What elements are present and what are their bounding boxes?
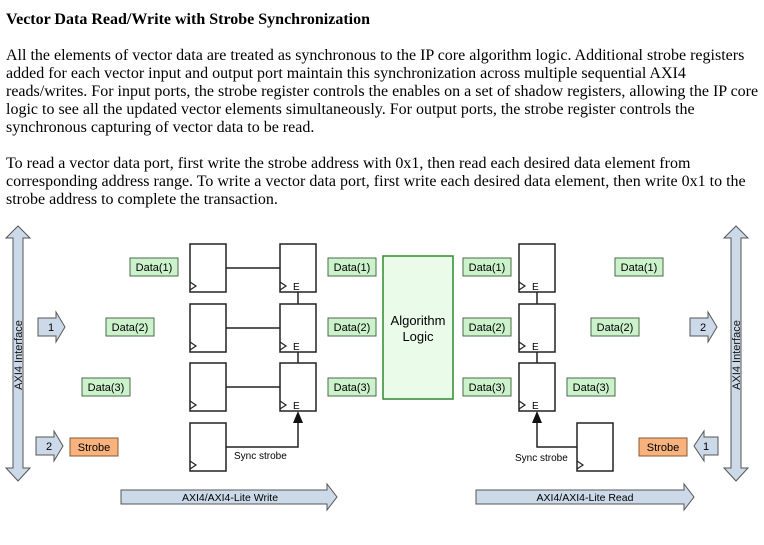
write-sync-strobe-label: Sync strobe (234, 451, 287, 462)
svg-text:Data(3): Data(3) (88, 382, 125, 394)
write-data-2: Data(2) (105, 317, 155, 337)
read-enable-labels: E E E (532, 282, 539, 412)
svg-text:Data(3): Data(3) (469, 382, 506, 394)
write-connections (226, 267, 299, 448)
right-axi4-interface-arrow: AXI4 Interface (722, 225, 750, 482)
svg-text:E: E (293, 282, 300, 293)
svg-text:E: E (293, 401, 300, 412)
section-heading: Vector Data Read/Write with Strobe Synch… (6, 11, 370, 28)
left-axi4-interface-arrow: AXI4 Interface (4, 225, 32, 482)
svg-text:Algorithm: Algorithm (391, 313, 446, 328)
write-step-1-arrow: 1 (37, 310, 66, 344)
algo-input-data-1: Data(1) (327, 257, 377, 277)
svg-text:E: E (532, 401, 539, 412)
svg-text:Strobe: Strobe (78, 442, 110, 454)
svg-text:Data(2): Data(2) (112, 322, 149, 334)
svg-text:Data(2): Data(2) (597, 322, 634, 334)
write-sync-arrowhead (293, 411, 303, 423)
write-step-2-label: 2 (46, 441, 52, 453)
write-step-2-arrow: 2 (35, 429, 64, 463)
read-step-1-arrow: 1 (693, 429, 719, 463)
read-data-3: Data(3) (566, 377, 616, 397)
write-step-1-label: 1 (48, 322, 54, 334)
write-shadow-registers (279, 243, 317, 412)
read-data-2: Data(2) (590, 317, 640, 337)
read-step-1-label: 1 (703, 441, 709, 453)
svg-text:Data(2): Data(2) (469, 322, 506, 334)
svg-text:Data(3): Data(3) (573, 382, 610, 394)
svg-text:E: E (532, 342, 539, 353)
algo-input-data-3: Data(3) (327, 377, 377, 397)
svg-text:Logic: Logic (402, 329, 434, 344)
axi4-write-arrow: AXI4/AXI4-Lite Write (120, 482, 338, 512)
read-strobe-register (576, 422, 614, 472)
read-sync-strobe-label: Sync strobe (515, 453, 568, 464)
algo-output-data-1: Data(1) (462, 257, 512, 277)
read-sync-arrowhead (532, 411, 542, 423)
axi4-read-arrow: AXI4/AXI4-Lite Read (475, 482, 695, 512)
svg-text:E: E (532, 282, 539, 293)
description-paragraph: All the elements of vector data are trea… (6, 47, 759, 136)
write-shadow-clock-icons (279, 281, 288, 410)
svg-text:AXI4/AXI4-Lite Read: AXI4/AXI4-Lite Read (537, 492, 634, 504)
read-step-2-label: 2 (700, 322, 706, 334)
read-data-1: Data(1) (614, 257, 664, 277)
read-connections (536, 292, 577, 448)
svg-text:Data(1): Data(1) (469, 262, 506, 274)
write-strobe: Strobe (69, 437, 119, 457)
read-capture-clock-icons (518, 281, 527, 410)
right-interface-label: AXI4 Interface (731, 320, 743, 390)
svg-text:Data(1): Data(1) (621, 262, 658, 274)
svg-text:Data(1): Data(1) (334, 262, 371, 274)
write-data-1: Data(1) (129, 257, 179, 277)
svg-text:AXI4/AXI4-Lite Write: AXI4/AXI4-Lite Write (182, 492, 278, 504)
algo-output-data-2: Data(2) (462, 317, 512, 337)
read-step-2-arrow: 2 (689, 310, 718, 344)
svg-text:Data(1): Data(1) (136, 262, 173, 274)
svg-text:E: E (293, 342, 300, 353)
write-input-clock-icons (189, 281, 198, 470)
algo-output-data-3: Data(3) (462, 377, 512, 397)
write-input-registers (189, 243, 227, 472)
svg-text:Strobe: Strobe (647, 442, 679, 454)
read-capture-registers (518, 243, 556, 412)
svg-text:Data(3): Data(3) (334, 382, 371, 394)
algo-input-data-2: Data(2) (327, 317, 377, 337)
write-data-3: Data(3) (81, 377, 131, 397)
instructions-paragraph: To read a vector data port, first write … (6, 155, 746, 208)
write-enable-labels: E E E (293, 282, 300, 412)
left-interface-label: AXI4 Interface (13, 320, 25, 390)
algorithm-logic-block: Algorithm Logic (382, 255, 454, 400)
read-strobe: Strobe (638, 437, 688, 457)
svg-text:Data(2): Data(2) (334, 322, 371, 334)
